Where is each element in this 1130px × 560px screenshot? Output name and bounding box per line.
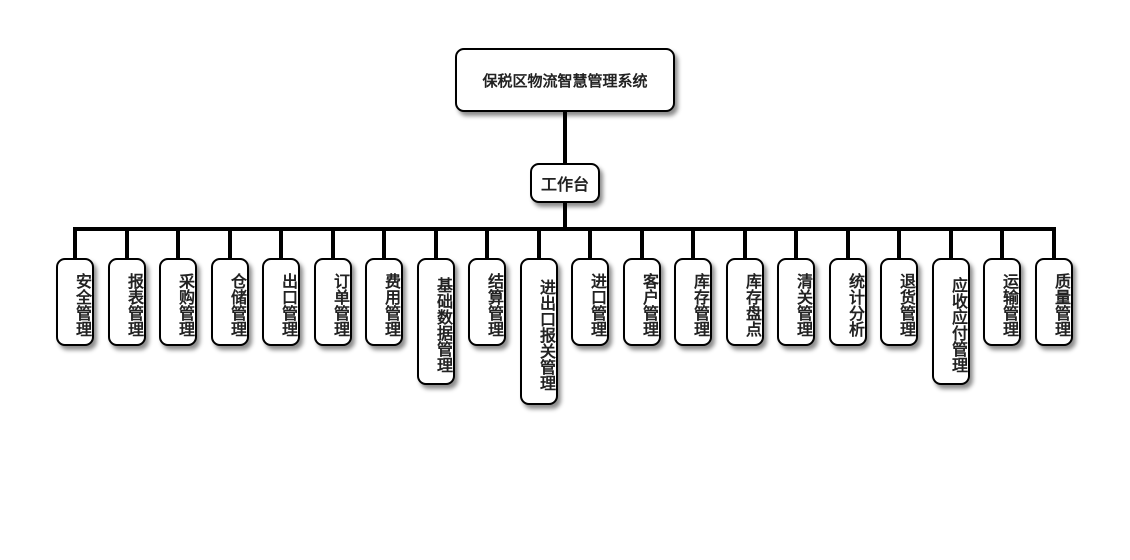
module-node-label: 出口管理 (279, 273, 298, 337)
connector-drop (176, 229, 180, 258)
module-node-label: 仓储管理 (228, 273, 247, 337)
module-node[interactable]: 进出口报关管理 (520, 258, 558, 405)
module-node[interactable]: 采购管理 (159, 258, 197, 346)
module-node-label: 结算管理 (485, 273, 504, 337)
module-node[interactable]: 结算管理 (468, 258, 506, 346)
connector-drop (1000, 229, 1004, 258)
module-node[interactable]: 质量管理 (1035, 258, 1073, 346)
module-node-label: 订单管理 (331, 273, 350, 337)
connector-drop (588, 229, 592, 258)
root-node-label: 保税区物流智慧管理系统 (482, 71, 648, 90)
connector-workbench-to-bus (563, 203, 567, 231)
module-node-label: 进出口报关管理 (537, 278, 556, 391)
connector-drop (794, 229, 798, 258)
module-node[interactable]: 出口管理 (262, 258, 300, 346)
module-node[interactable]: 库存管理 (674, 258, 712, 346)
connector-drop (897, 229, 901, 258)
workbench-node-label: 工作台 (540, 175, 589, 194)
module-node-label: 费用管理 (382, 273, 401, 337)
connector-drop (434, 229, 438, 258)
module-node[interactable]: 清关管理 (777, 258, 815, 346)
connector-drop (228, 229, 232, 258)
module-node-label: 清关管理 (794, 273, 813, 337)
connector-drop (640, 229, 644, 258)
module-node[interactable]: 仓储管理 (211, 258, 249, 346)
root-node[interactable]: 保税区物流智慧管理系统 (455, 48, 675, 112)
module-node[interactable]: 应收应付管理 (932, 258, 970, 385)
module-node-label: 报表管理 (125, 273, 144, 337)
module-node[interactable]: 客户管理 (623, 258, 661, 346)
connector-drop (949, 229, 953, 258)
module-node-label: 采购管理 (176, 273, 195, 337)
module-node-label: 质量管理 (1052, 273, 1071, 337)
module-node-label: 库存盘点 (743, 273, 762, 337)
connector-root-to-workbench (563, 112, 567, 163)
module-node[interactable]: 费用管理 (365, 258, 403, 346)
module-node-label: 库存管理 (691, 273, 710, 337)
module-node-label: 安全管理 (73, 273, 92, 337)
connector-bus (73, 227, 1056, 231)
module-node[interactable]: 安全管理 (56, 258, 94, 346)
module-node-label: 运输管理 (1000, 273, 1019, 337)
connector-drop (279, 229, 283, 258)
module-node[interactable]: 订单管理 (314, 258, 352, 346)
connector-drop (691, 229, 695, 258)
module-node[interactable]: 库存盘点 (726, 258, 764, 346)
connector-drop (537, 229, 541, 258)
module-node[interactable]: 统计分析 (829, 258, 867, 346)
connector-drop (743, 229, 747, 258)
module-node[interactable]: 运输管理 (983, 258, 1021, 346)
module-node[interactable]: 基础数据管理 (417, 258, 455, 385)
connector-drop (125, 229, 129, 258)
connector-drop (1052, 229, 1056, 258)
module-node-label: 进口管理 (588, 273, 607, 337)
module-node-label: 退货管理 (897, 273, 916, 337)
module-node-label: 客户管理 (640, 273, 659, 337)
connector-drop (382, 229, 386, 258)
connector-drop (331, 229, 335, 258)
module-node[interactable]: 报表管理 (108, 258, 146, 346)
connector-drop (846, 229, 850, 258)
module-node-label: 基础数据管理 (434, 276, 453, 373)
workbench-node[interactable]: 工作台 (530, 163, 600, 203)
module-node[interactable]: 进口管理 (571, 258, 609, 346)
module-node-label: 应收应付管理 (949, 276, 968, 373)
module-node-label: 统计分析 (846, 273, 865, 337)
connector-drop (485, 229, 489, 258)
connector-drop (73, 229, 77, 258)
module-node[interactable]: 退货管理 (880, 258, 918, 346)
